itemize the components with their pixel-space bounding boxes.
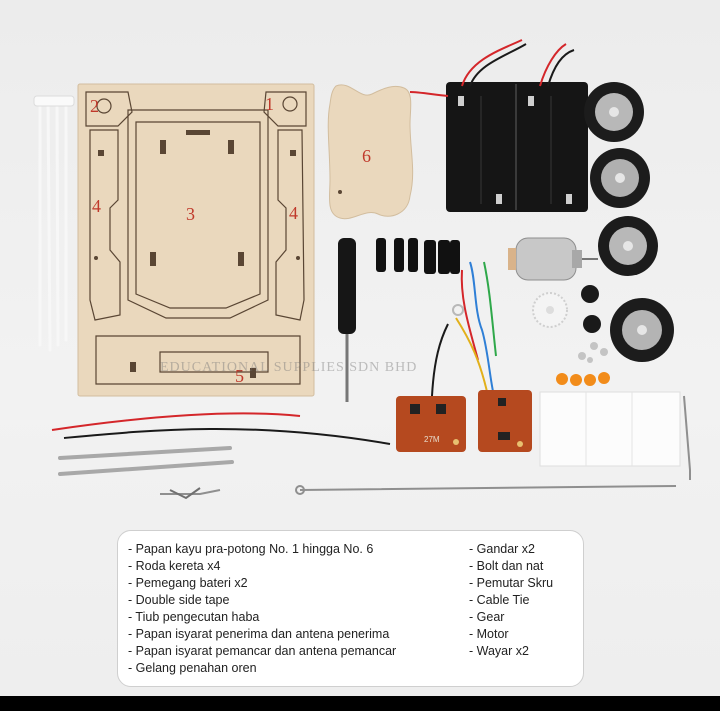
legend-item: Gandar x2 [469,541,553,558]
kit-parts-illustration: 27M [33,39,691,500]
orange-rings [556,372,610,386]
legend-item: Gear [469,609,553,626]
axles [58,446,234,476]
legend-left-list: Papan kayu pra-potong No. 1 hingga No. 6… [128,541,396,677]
legend-right-list: Gandar x2 Bolt dan nat Pemutar Skru Cabl… [469,541,553,660]
part-number-label: 4 [92,196,101,216]
legend-item: Papan kayu pra-potong No. 1 hingga No. 6 [128,541,396,558]
legend-item: Cable Tie [469,592,553,609]
bolts-and-nuts [578,342,608,363]
legend-item: Papan isyarat pemancar dan antena pemanc… [128,643,397,660]
legend-item: Double side tape [128,592,396,609]
part-number-label: 6 [362,146,371,166]
double-side-tape [539,391,681,467]
svg-text:27M: 27M [424,435,440,444]
transmitter-board [478,390,532,452]
motor [508,237,598,281]
legend-item: Papan isyarat penerima dan antena peneri… [128,626,396,643]
product-photo: 27M 2 1 3 4 4 5 6 EDUCATIONAL SUPPLIES S… [0,0,720,696]
legend-item: Wayar x2 [469,643,553,660]
wires [51,261,497,445]
legend-item: Motor [469,626,553,643]
legend-item: Roda kereta x4 [128,558,396,575]
part-number-label: 4 [289,203,298,223]
bottom-bar [0,696,720,711]
watermark: EDUCATIONAL SUPPLIES SDN BHD [160,360,418,375]
receiver-board: 27M [396,396,466,452]
legend-item: Tiub pengecutan haba [128,609,396,626]
screwdriver [338,238,356,402]
cable-ties [33,95,75,352]
wheels [584,82,674,362]
battery-holders [409,39,588,212]
antenna-wire [299,395,691,491]
heat-shrink-tubes [376,238,460,274]
legend-item: Pemegang bateri x2 [128,575,396,592]
wooden-piece-six [327,84,414,220]
legend-item: Pemutar Skru [469,575,553,592]
part-number-label: 2 [90,96,99,116]
parts-legend: Papan kayu pra-potong No. 1 hingga No. 6… [117,530,584,687]
wooden-board [77,83,315,397]
legend-item: Gelang penahan oren [128,660,396,677]
part-number-label: 5 [235,366,244,386]
legend-item: Bolt dan nat [469,558,553,575]
part-number-label: 1 [265,94,274,114]
part-number-label: 3 [186,204,195,224]
